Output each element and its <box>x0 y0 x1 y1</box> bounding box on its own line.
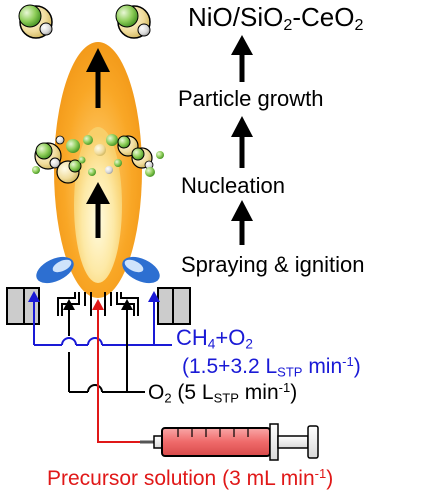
burner-block-right-outer <box>172 287 191 325</box>
ch4-o2-label: CH4+O2 <box>176 327 253 351</box>
ch4-sub-a: 4 <box>207 336 216 352</box>
o2-sub-b: STP <box>213 390 239 406</box>
flame-arrow-upper <box>86 48 110 108</box>
ch4-flow-sup: -1 <box>342 354 354 369</box>
ch4-text-a: CH <box>176 325 208 350</box>
product-text-b: -CeO <box>292 2 355 32</box>
ch4-arrow-left <box>28 291 40 302</box>
precursor-arrow <box>92 299 104 310</box>
product-text-a: NiO/SiO <box>188 2 284 32</box>
product-sub-b: 2 <box>354 16 364 35</box>
o2-text-a: O <box>148 381 165 405</box>
o2-feed-lines <box>68 310 145 393</box>
ch4-flow-text-a: (1.5+3.2 L <box>182 355 278 379</box>
product-particle-left <box>18 4 53 39</box>
precursor-label: Precursor solution (3 mL min-1) <box>47 467 333 489</box>
burner-block-left-inner <box>23 287 40 325</box>
ch4-arrow-right <box>148 291 160 302</box>
o2-text-b: (5 L <box>171 381 214 405</box>
o2-text-d: ) <box>290 381 298 405</box>
ch4-text-b: +O <box>215 325 246 350</box>
product-label: NiO/SiO2-CeO2 <box>188 4 363 33</box>
ch4-o2-flow-label: (1.5+3.2 LSTP min-1) <box>182 355 361 378</box>
blue-flame-left-highlight <box>52 259 72 273</box>
burner-block-right-inner <box>157 287 174 325</box>
precursor-feed-line <box>97 310 152 443</box>
o2-label: O2 (5 LSTP min-1) <box>148 381 297 404</box>
precursor-text-b: ) <box>326 467 334 491</box>
ch4-flow-text-b: min <box>302 355 343 379</box>
step-particle-growth: Particle growth <box>178 86 324 111</box>
o2-arrow-left <box>63 299 75 310</box>
step-spraying-ignition: Spraying & ignition <box>181 252 365 277</box>
product-particle-right <box>115 4 151 39</box>
ch4-flow-sub: STP <box>277 364 303 380</box>
o2-arrow-right <box>121 299 133 310</box>
product-sub-a: 2 <box>283 16 293 35</box>
step-arrow-middle <box>231 116 253 168</box>
precursor-text-a: Precursor solution (3 mL min <box>47 467 315 491</box>
step-arrow-top <box>231 35 253 82</box>
o2-sub-a: 2 <box>164 390 172 406</box>
ch4-o2-feed-lines <box>33 302 172 346</box>
syringe-icon <box>140 423 319 461</box>
flame-arrow-lower <box>86 182 110 238</box>
burner-block-left-outer <box>6 287 25 325</box>
precursor-sup: -1 <box>314 466 327 481</box>
o2-sup: -1 <box>278 380 291 395</box>
ch4-sub-b: 2 <box>245 336 253 352</box>
ch4-flow-text-c: ) <box>353 355 361 379</box>
step-arrow-bottom <box>231 200 253 245</box>
step-nucleation: Nucleation <box>181 173 285 198</box>
o2-text-c: min <box>238 381 279 405</box>
blue-flame-right-highlight <box>124 259 144 273</box>
nucleation-particles <box>32 134 164 184</box>
